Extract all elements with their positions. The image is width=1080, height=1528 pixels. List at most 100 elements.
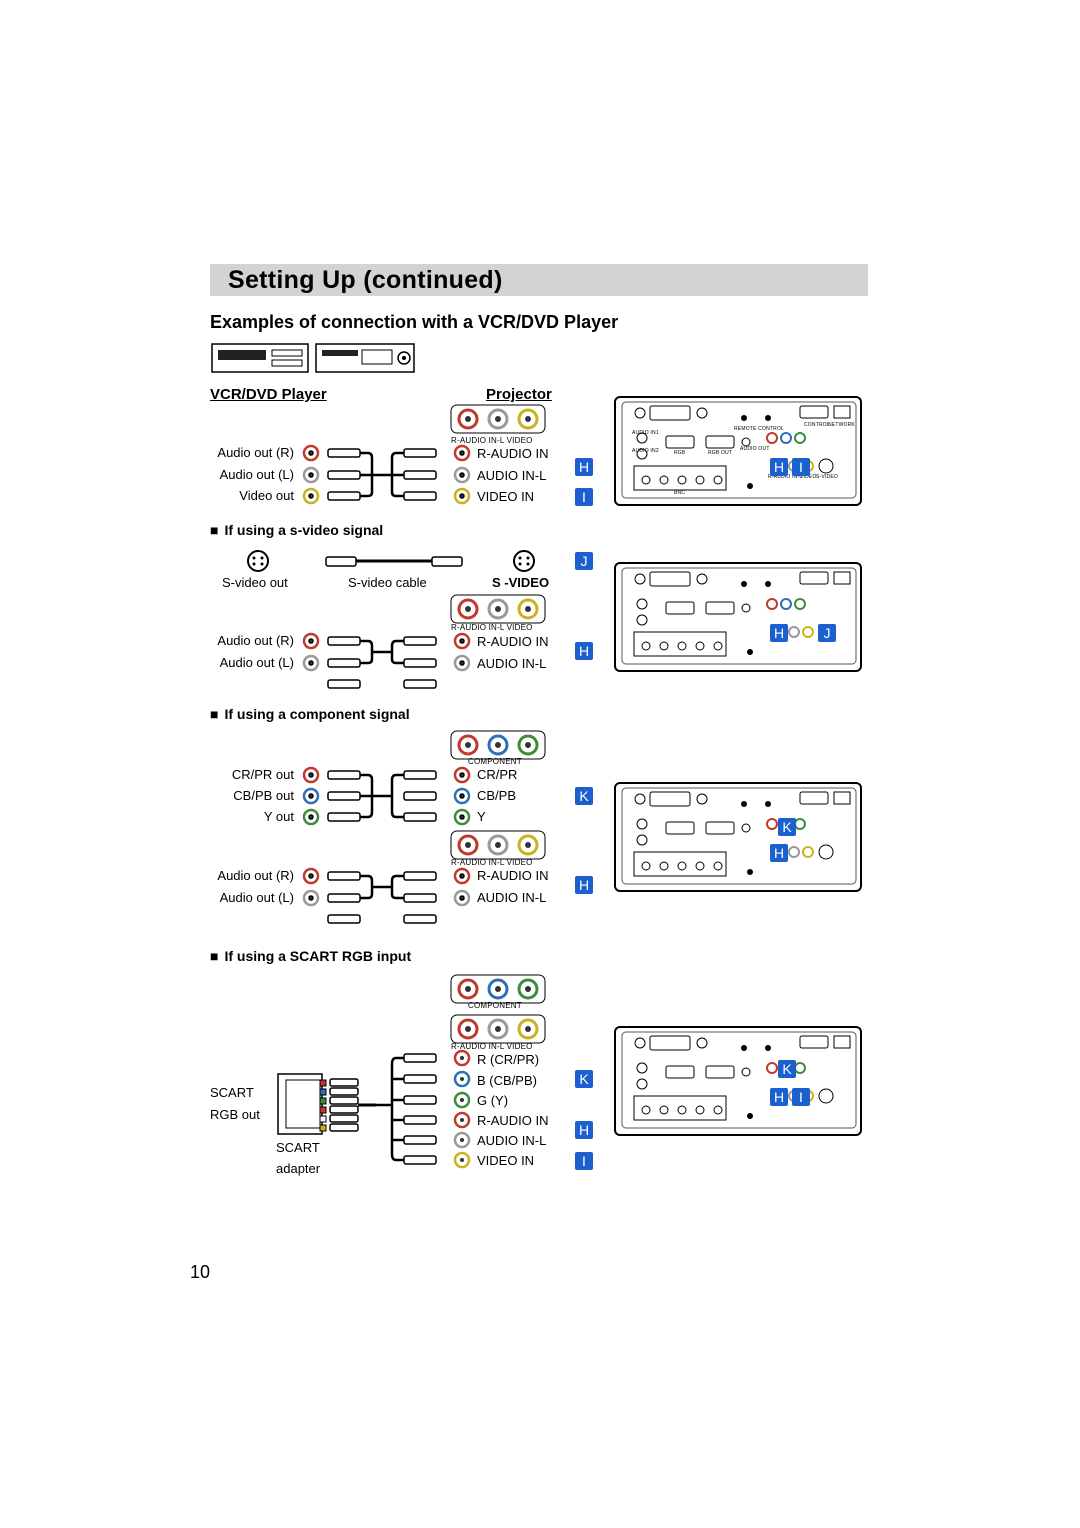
svideo-out-label: S-video out bbox=[222, 575, 288, 590]
input-label: Y bbox=[477, 809, 486, 824]
svideo-in-label: S -VIDEO bbox=[492, 575, 550, 590]
panel-ports bbox=[621, 787, 857, 885]
input-label: VIDEO IN bbox=[477, 489, 535, 504]
projector-panel-4: K H I bbox=[614, 1026, 862, 1136]
projector-panel-2: H J bbox=[614, 562, 862, 672]
input-label: CR/PR bbox=[477, 767, 518, 782]
badge-k: K bbox=[575, 787, 593, 805]
panel-ports bbox=[621, 401, 857, 499]
panel-label: AUDIO IN1 bbox=[632, 430, 659, 436]
panel-label: NETWORK bbox=[828, 422, 855, 428]
scart-output-label: SCART bbox=[210, 1085, 254, 1100]
input-label: AUDIO IN-L bbox=[477, 468, 547, 483]
panel-label: AUDIO IN2 bbox=[632, 448, 659, 454]
badge-h: H bbox=[770, 624, 788, 642]
output-label: CR/PR out bbox=[231, 767, 294, 782]
component-label: COMPONENT bbox=[468, 757, 522, 766]
audio-cable-diagram bbox=[302, 632, 471, 689]
composite-cable-diagram bbox=[302, 444, 471, 505]
panel-label: CONTROL bbox=[804, 422, 830, 428]
input-label: G (Y) bbox=[477, 1093, 509, 1108]
input-label: VIDEO IN bbox=[477, 1153, 535, 1168]
projector-component-jacks bbox=[450, 974, 546, 1004]
projector-audio-video-jacks bbox=[450, 1014, 546, 1044]
title-bar bbox=[210, 264, 868, 296]
page-subtitle: Examples of connection with a VCR/DVD Pl… bbox=[210, 312, 619, 332]
component-label: COMPONENT bbox=[468, 1001, 522, 1010]
panel-label: BNC bbox=[674, 490, 686, 496]
badge-i: I bbox=[792, 1088, 810, 1106]
input-label: AUDIO IN-L bbox=[477, 1133, 547, 1148]
scart-adapter-label: adapter bbox=[276, 1161, 321, 1176]
output-label: Audio out (R) bbox=[217, 445, 294, 460]
panel-label: RGB OUT bbox=[708, 450, 733, 456]
panel-label: R-AUDIO IN-L bbox=[768, 474, 803, 480]
input-label: R-AUDIO IN bbox=[477, 1113, 549, 1128]
badge-h: H bbox=[575, 642, 593, 660]
projector-audio-video-jacks bbox=[450, 404, 546, 434]
badge-h: H bbox=[575, 458, 593, 476]
vcr-dvd-illustration bbox=[211, 343, 415, 373]
badge-i: I bbox=[792, 458, 810, 476]
output-label: Audio out (R) bbox=[217, 868, 294, 883]
badge-j: J bbox=[818, 624, 836, 642]
column-projector: Projector bbox=[486, 386, 552, 403]
jack-group-label: R-AUDIO IN-L VIDEO bbox=[451, 858, 533, 867]
projector-audio-video-jacks bbox=[450, 830, 546, 860]
scart-adapter-label: SCART bbox=[276, 1140, 320, 1155]
output-label: CB/PB out bbox=[233, 788, 294, 803]
panel-label: VIDEO bbox=[800, 474, 817, 480]
vcr-icon bbox=[211, 343, 309, 373]
dvd-player-icon bbox=[315, 343, 415, 373]
input-label: R-AUDIO IN bbox=[477, 446, 549, 461]
badge-i: I bbox=[575, 488, 593, 506]
badge-h: H bbox=[575, 876, 593, 894]
section-heading: If using a s-video signal bbox=[210, 522, 383, 538]
component-cable-diagram bbox=[302, 766, 471, 826]
audio-cable-diagram bbox=[302, 867, 471, 924]
badge-h: H bbox=[770, 844, 788, 862]
input-label: AUDIO IN-L bbox=[477, 890, 547, 905]
scart-output-label: RGB out bbox=[210, 1107, 260, 1122]
panel-label: S-VIDEO bbox=[816, 474, 838, 480]
badge-h: H bbox=[770, 1088, 788, 1106]
output-label: Audio out (R) bbox=[217, 633, 294, 648]
badge-j: J bbox=[575, 552, 593, 570]
panel-label: RGB bbox=[674, 450, 686, 456]
output-label: Y out bbox=[263, 809, 294, 824]
jack-group-label: R-AUDIO IN-L VIDEO bbox=[451, 436, 533, 445]
panel-label: REMOTE CONTROL bbox=[734, 426, 785, 432]
jack-group-label: R-AUDIO IN-L VIDEO bbox=[451, 623, 533, 632]
output-label: Audio out (L) bbox=[219, 890, 294, 905]
jack-group-label: R-AUDIO IN-L VIDEO bbox=[451, 1042, 533, 1051]
projector-panel-3: K H bbox=[614, 782, 862, 892]
section-heading: If using a component signal bbox=[210, 706, 409, 722]
badge-k: K bbox=[575, 1070, 593, 1088]
badge-h: H bbox=[770, 458, 788, 476]
svideo-cable-label: S-video cable bbox=[348, 575, 427, 590]
projector-audio-video-jacks bbox=[450, 594, 546, 624]
input-label: R-AUDIO IN bbox=[477, 634, 549, 649]
badge-k: K bbox=[778, 1060, 796, 1078]
panel-ports bbox=[621, 1031, 857, 1129]
badge-k: K bbox=[778, 818, 796, 836]
panel-label: AUDIO OUT bbox=[740, 446, 770, 452]
projector-component-jacks bbox=[450, 730, 546, 760]
svideo-cable-diagram bbox=[247, 550, 535, 572]
page-number: 10 bbox=[190, 1262, 211, 1282]
output-label: Audio out (L) bbox=[219, 655, 294, 670]
input-label: B (CB/PB) bbox=[477, 1073, 537, 1088]
input-label: CB/PB bbox=[477, 788, 517, 803]
output-label: Video out bbox=[239, 488, 294, 503]
input-label: R (CR/PR) bbox=[477, 1052, 540, 1067]
output-label: Audio out (L) bbox=[219, 467, 294, 482]
page-title: Setting Up (continued) bbox=[228, 266, 503, 294]
projector-panel-1: REMOTE CONTROL CONTROL NETWORK AUDIO IN1… bbox=[614, 396, 862, 506]
badge-i: I bbox=[575, 1152, 593, 1170]
scart-cable-diagram bbox=[277, 1050, 471, 1169]
input-label: AUDIO IN-L bbox=[477, 656, 547, 671]
input-label: R-AUDIO IN bbox=[477, 868, 549, 883]
section-heading: If using a SCART RGB input bbox=[210, 948, 411, 964]
badge-h: H bbox=[575, 1121, 593, 1139]
column-vcr-dvd: VCR/DVD Player bbox=[210, 386, 327, 403]
